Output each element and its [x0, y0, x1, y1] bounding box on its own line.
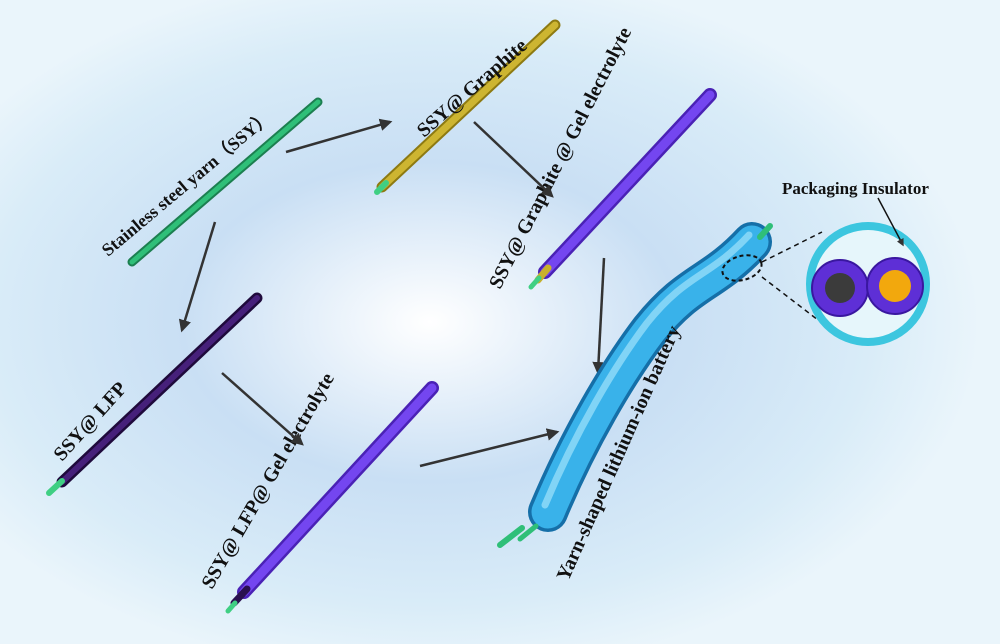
arrow-icon — [473, 121, 554, 198]
yarn-battery — [497, 222, 773, 548]
arrows — [178, 118, 606, 468]
graphite-rod — [374, 19, 561, 195]
cross-section-icon — [806, 222, 930, 346]
graphite-gel-rod — [528, 88, 717, 290]
arrow-icon — [178, 221, 217, 333]
zoom-ellipse-icon — [721, 254, 763, 282]
insulator-pointer — [877, 197, 904, 247]
ssy-rod — [127, 97, 323, 267]
lfp-rod — [46, 292, 263, 496]
zoom-lines — [761, 231, 823, 321]
insulator-label: Packaging Insulator — [782, 179, 929, 198]
lfp-gel-rod — [225, 381, 439, 614]
arrow-icon — [221, 372, 304, 446]
arrow-icon — [419, 428, 560, 468]
arrow-icon — [592, 257, 606, 375]
arrow-icon — [285, 118, 393, 154]
